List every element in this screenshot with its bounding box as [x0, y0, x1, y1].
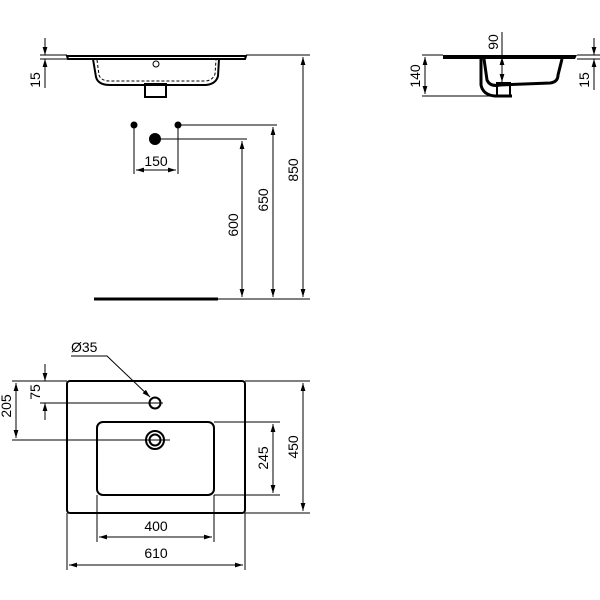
bowl-top-outline [96, 421, 215, 496]
basin-top-outline [66, 380, 246, 514]
front-view: 15 150 600 650 850 [27, 38, 310, 301]
waste-outlet [144, 83, 167, 98]
basin-bowl-dashed [96, 59, 217, 82]
top-view: Ø35 75 205 245 450 400 610 [0, 339, 310, 570]
dim-waste-offset: 205 [0, 394, 14, 418]
side-view: 140 90 15 [407, 32, 600, 98]
dim-rim-thickness-side: 15 [576, 72, 592, 88]
dim-rim-height: 850 [285, 158, 301, 182]
dim-overall-width: 610 [144, 545, 168, 561]
basin-side-outline [443, 55, 577, 59]
dim-overall-depth: 450 [285, 435, 301, 459]
dim-tap-hole-offset: 75 [27, 384, 43, 400]
dim-tap-spacing: 150 [144, 153, 168, 169]
overflow-hole [152, 60, 160, 68]
dim-tap-height: 650 [255, 188, 271, 212]
basin-front-outline [65, 55, 248, 60]
basin-side-bowl [479, 58, 564, 98]
dim-rim-thickness-front: 15 [27, 72, 43, 88]
dim-bowl-depth: 90 [485, 34, 501, 50]
dim-waste-height: 600 [225, 213, 241, 237]
dim-side-overall-depth: 140 [407, 64, 423, 88]
dim-tap-hole-diameter: Ø35 [71, 339, 98, 355]
dim-bowl-length: 245 [255, 446, 271, 470]
dim-bowl-width: 400 [144, 518, 168, 534]
